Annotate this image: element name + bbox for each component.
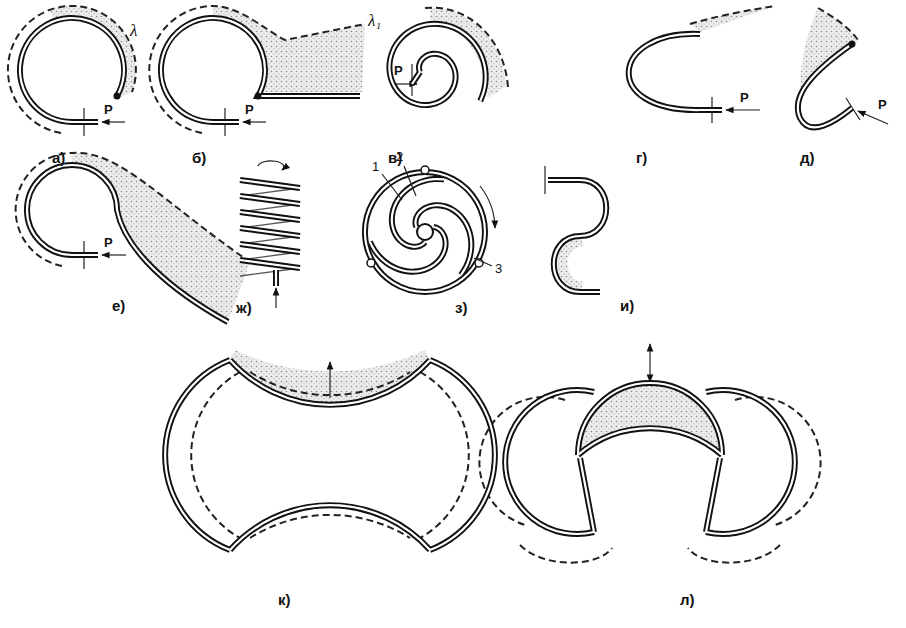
deflection-symbol: λ₁	[368, 12, 381, 29]
figure-letter: г)	[636, 150, 647, 165]
tube-wall	[240, 244, 300, 252]
tube-bore	[240, 180, 300, 188]
tube-wall	[165, 360, 230, 550]
figure-letter: л)	[680, 592, 695, 607]
figure-letter: к)	[278, 592, 291, 607]
tube-wall	[580, 458, 594, 532]
tube-wall	[370, 227, 446, 272]
tube-bore	[578, 428, 722, 455]
force-label: P	[104, 103, 113, 116]
tube-wall	[27, 165, 228, 322]
tube-bore	[240, 228, 300, 236]
tube-bore	[165, 360, 230, 550]
callout-number: 3	[495, 262, 502, 275]
tube-wall	[240, 228, 300, 236]
tube-wall	[706, 458, 720, 532]
tube-wall	[798, 44, 852, 127]
figure-letter: и)	[620, 298, 634, 313]
tube-bore	[240, 196, 300, 204]
tube-wall	[389, 24, 485, 105]
callout-number: 1	[372, 160, 379, 173]
deformed-outlines	[8, 6, 858, 563]
tube-bore	[230, 360, 430, 405]
force-label: P	[394, 64, 403, 77]
figure-letter: з)	[455, 300, 467, 315]
force-label: P	[740, 91, 749, 104]
tube-bore	[706, 458, 720, 532]
tube-wall	[578, 383, 722, 455]
tube-wall	[706, 390, 795, 534]
tube-bore	[415, 205, 471, 275]
tube-wall	[161, 18, 360, 122]
tube-bore	[370, 227, 446, 272]
tube-bore	[798, 44, 852, 127]
figure-letter: ж)	[236, 300, 252, 315]
callout-number: 2	[396, 150, 403, 163]
tube-wall	[273, 270, 279, 286]
tube-bore	[230, 505, 430, 550]
tube-bore	[389, 24, 485, 105]
tube-bore	[240, 244, 300, 252]
tube-bore	[412, 72, 420, 84]
tube-wall	[412, 72, 420, 84]
tube-bore	[706, 390, 795, 534]
tube-bore	[365, 172, 485, 292]
force-label: P	[104, 236, 113, 249]
tube-wall	[365, 172, 485, 292]
figure-letter: е)	[112, 298, 125, 313]
force-label: P	[245, 103, 254, 116]
hatching-and-lugs	[114, 41, 856, 268]
tube-bore	[505, 390, 594, 534]
tube-wall	[578, 428, 722, 455]
figure-letter: а)	[52, 150, 65, 165]
tube-bore	[580, 458, 594, 532]
tube-bore	[629, 34, 722, 110]
tube-bore	[27, 165, 228, 322]
tube-bore	[240, 260, 300, 268]
tube-bore	[20, 18, 124, 122]
tube-wall	[230, 360, 430, 405]
tube-wall	[240, 260, 300, 268]
tube-bore	[548, 180, 606, 292]
tube-wall	[629, 34, 722, 110]
tube-wall	[505, 390, 594, 534]
tube-wall	[20, 18, 124, 122]
tube-bore	[161, 18, 360, 122]
tube-wall	[240, 212, 300, 220]
force-label: P	[878, 98, 887, 111]
tube-wall	[240, 180, 300, 188]
figure-letter: б)	[192, 150, 206, 165]
tube-wall	[230, 505, 430, 550]
deflection-symbol: λ	[130, 22, 137, 39]
tube-wall	[548, 180, 606, 292]
tube-bore	[578, 383, 722, 455]
tube-wall	[430, 360, 495, 550]
supports-and-forces	[84, 64, 888, 398]
tube-bore	[240, 212, 300, 220]
tube-wall	[240, 196, 300, 204]
tube-bore	[430, 360, 495, 550]
tube-bodies	[20, 18, 852, 550]
figure-letter: д)	[800, 150, 815, 165]
stipple-regions	[50, 6, 858, 455]
tube-bore	[275, 270, 277, 286]
